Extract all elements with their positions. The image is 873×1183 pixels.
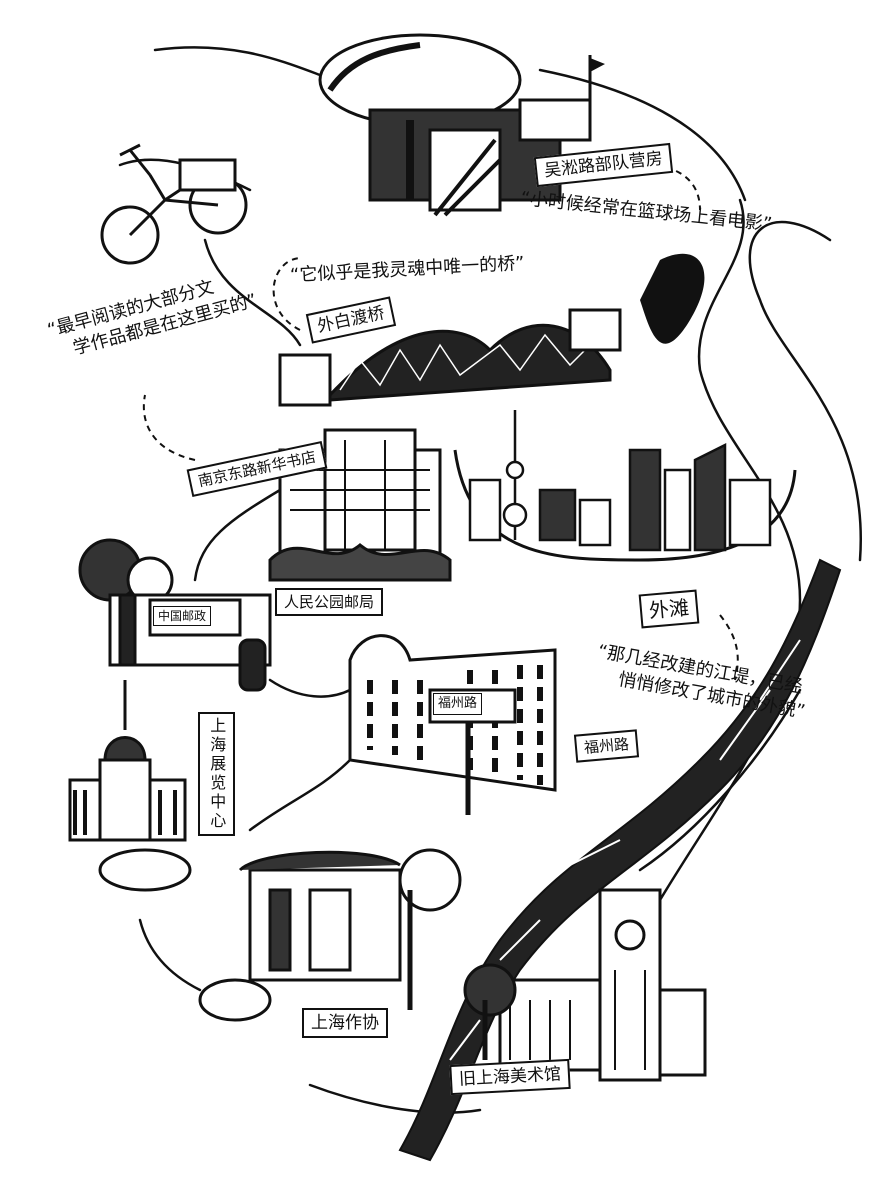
- fuzhou-street-sign: 福州路: [433, 693, 483, 715]
- road: [638, 688, 802, 872]
- bridge-drawing: [278, 308, 622, 407]
- barracks-drawing: [318, 33, 605, 217]
- road: [193, 488, 282, 582]
- road: [248, 758, 352, 832]
- pointer-arrow: [142, 394, 196, 461]
- exhibition-center-drawing: [68, 680, 192, 892]
- label-post-office: 人民公园邮局: [275, 588, 384, 616]
- art-museum-drawing: [463, 888, 707, 1082]
- label-art-museum: 旧上海美术馆: [449, 1058, 571, 1096]
- river: [640, 253, 705, 344]
- road: [658, 198, 802, 902]
- road: [153, 46, 322, 77]
- fuzhou-building-drawing: [348, 634, 557, 815]
- label-fuzhou-road: 福州路: [573, 729, 640, 763]
- pointer-arrow: [719, 614, 739, 681]
- road: [268, 678, 352, 698]
- pudong-skyline-drawing: [453, 410, 797, 562]
- road: [538, 68, 747, 202]
- post-sign: 中国邮政: [153, 606, 212, 627]
- label-exhibition-center: 上海展览中心: [198, 712, 236, 836]
- writers-association-drawing: [198, 848, 462, 1022]
- river-hatch: [449, 639, 801, 1061]
- pointer-arrow: [272, 257, 301, 331]
- river: [398, 558, 842, 1162]
- road: [203, 238, 302, 347]
- road: [308, 1083, 482, 1114]
- label-writers-association: 上海作协: [302, 1008, 388, 1039]
- label-bund: 外滩: [638, 589, 700, 629]
- road: [138, 918, 202, 992]
- bicycle-drawing: [100, 143, 248, 265]
- road: [748, 220, 863, 562]
